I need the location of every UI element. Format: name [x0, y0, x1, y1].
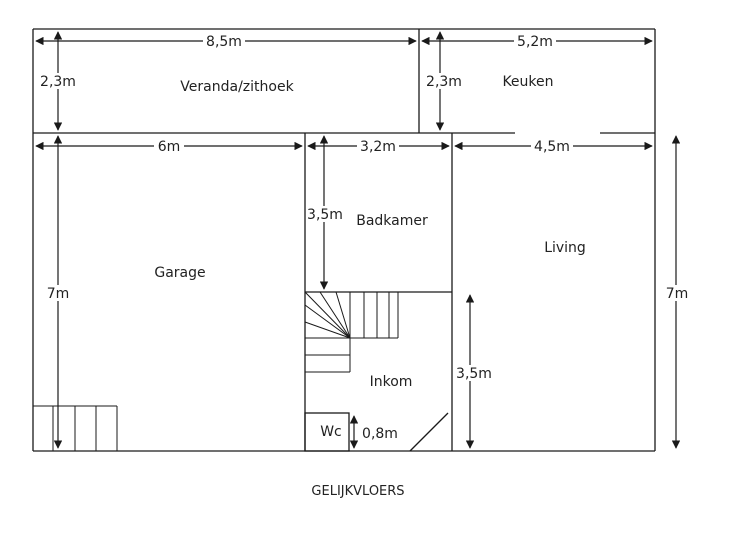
label-keuken-width: 5,2m [517, 34, 553, 50]
stairs-garage [33, 405, 118, 451]
label-veranda-width: 8,5m [206, 34, 242, 50]
label-veranda-height: 2,3m [40, 74, 76, 90]
room-labels: Veranda/zithoek Keuken Garage Badkamer L… [154, 74, 585, 440]
stair-winder [335, 291, 351, 339]
walls [32, 28, 656, 452]
room-garage: Garage [154, 265, 205, 281]
label-wc-width: 0,8m [362, 426, 398, 442]
room-veranda: Veranda/zithoek [180, 79, 294, 95]
room-wc: Wc [320, 424, 342, 440]
dimension-labels: 8,5m 5,2m 2,3m 2,3m 6m 3,2m 4,5m 7m 3,5m… [38, 33, 692, 442]
stair-winder [319, 291, 351, 339]
room-keuken: Keuken [502, 74, 553, 90]
wc-box [304, 412, 350, 452]
room-living: Living [544, 240, 586, 256]
stair-winder [304, 321, 351, 339]
room-inkom: Inkom [370, 374, 413, 390]
label-living-width: 4,5m [534, 139, 570, 155]
label-garage-height: 7m [47, 286, 70, 302]
label-garage-width: 6m [158, 139, 181, 155]
stair-winder [304, 291, 351, 339]
stairs-inkom [304, 291, 399, 373]
label-inkom-height: 3,5m [456, 366, 492, 382]
door-line [409, 412, 449, 452]
label-badkamer-height: 3,5m [307, 207, 343, 223]
label-keuken-height: 2,3m [426, 74, 462, 90]
stair-winder [304, 304, 351, 339]
room-badkamer: Badkamer [356, 213, 428, 229]
label-living-height: 7m [666, 286, 689, 302]
label-badkamer-width: 3,2m [360, 139, 396, 155]
plan-title: GELIJKVLOERS [311, 484, 404, 499]
